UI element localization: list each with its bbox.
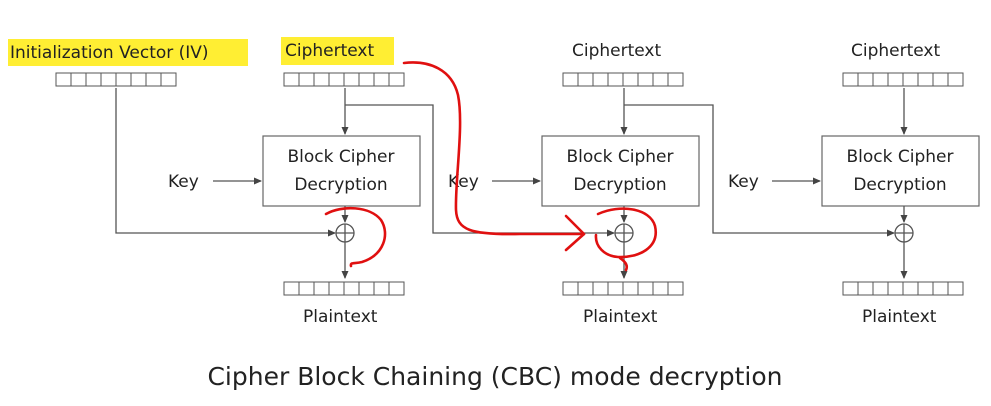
red-annotation-tail-2 <box>618 256 629 272</box>
register-cell <box>902 72 919 87</box>
plaintext-register-2 <box>562 281 684 296</box>
register-cell <box>343 72 360 87</box>
key-label-2: Key <box>448 172 479 192</box>
register-cell <box>577 72 594 87</box>
register-cell <box>388 281 405 296</box>
register-cell <box>55 72 72 87</box>
register-cell <box>283 72 300 87</box>
register-cell <box>652 281 669 296</box>
red-annotation-arrowhead <box>564 214 586 252</box>
plaintext-label-3: Plaintext <box>862 307 937 327</box>
register-cell <box>902 281 919 296</box>
register-cell <box>667 72 684 87</box>
register-cell <box>947 281 964 296</box>
ciphertext-register-2 <box>562 72 684 87</box>
plaintext-register-1 <box>283 281 405 296</box>
register-cell <box>160 72 177 87</box>
ciphertext-label-3: Ciphertext <box>851 41 940 61</box>
red-annotation-circle-2 <box>594 207 657 259</box>
register-cell <box>592 72 609 87</box>
register-cell <box>130 72 147 87</box>
highlight-ciphertext <box>281 37 394 65</box>
cipher-box-3-line1: Block Cipher <box>847 147 954 167</box>
register-cell <box>358 281 375 296</box>
ciphertext-label-2: Ciphertext <box>572 41 661 61</box>
register-cell <box>652 72 669 87</box>
plaintext-label-2: Plaintext <box>583 307 658 327</box>
register-cell <box>842 281 859 296</box>
register-cell <box>358 72 375 87</box>
register-cell <box>328 72 345 87</box>
register-cell <box>298 72 315 87</box>
register-cell <box>667 281 684 296</box>
register-cell <box>887 281 904 296</box>
register-cell <box>917 72 934 87</box>
iv-label: Initialization Vector (IV) <box>10 43 209 63</box>
ciphertext-label-1: Ciphertext <box>285 41 374 61</box>
register-cell <box>872 281 889 296</box>
register-cell <box>607 281 624 296</box>
register-cell <box>562 281 579 296</box>
block-cipher-box-3 <box>821 135 980 207</box>
register-cell <box>373 72 390 87</box>
ciphertext-register-3 <box>842 72 964 87</box>
register-cell <box>388 72 405 87</box>
register-cell <box>562 72 579 87</box>
register-cell <box>343 281 360 296</box>
highlight-iv <box>8 39 248 66</box>
register-cell <box>872 72 889 87</box>
register-cell <box>887 72 904 87</box>
cipher-box-1-line2: Decryption <box>294 175 387 195</box>
cipher-box-3-line2: Decryption <box>853 175 946 195</box>
cipher-box-1-line1: Block Cipher <box>288 147 395 167</box>
red-annotation-arrow <box>402 61 586 236</box>
register-cell <box>932 281 949 296</box>
register-cell <box>313 281 330 296</box>
ciphertext-register-1 <box>283 72 405 87</box>
register-cell <box>857 72 874 87</box>
xor-icon-2 <box>614 223 634 243</box>
block-cipher-box-1 <box>262 135 421 207</box>
register-cell <box>577 281 594 296</box>
register-blocks <box>55 72 964 296</box>
register-cell <box>637 72 654 87</box>
xor-icon-1 <box>335 223 355 243</box>
register-cell <box>857 281 874 296</box>
register-cell <box>100 72 117 87</box>
register-cell <box>607 72 624 87</box>
register-cell <box>947 72 964 87</box>
key-label-1: Key <box>168 172 199 192</box>
register-cell <box>328 281 345 296</box>
register-cell <box>115 72 132 87</box>
plaintext-label-1: Plaintext <box>303 307 378 327</box>
register-cell <box>373 281 390 296</box>
register-cell <box>313 72 330 87</box>
register-cell <box>622 281 639 296</box>
cipher-box-2-line1: Block Cipher <box>567 147 674 167</box>
register-cell <box>70 72 87 87</box>
register-cell <box>592 281 609 296</box>
block-cipher-box-2 <box>541 135 700 207</box>
chain-arrow-2 <box>624 104 895 237</box>
cipher-box-2-line2: Decryption <box>573 175 666 195</box>
iv-to-xor-arrow <box>115 88 336 237</box>
register-cell <box>622 72 639 87</box>
register-cell <box>145 72 162 87</box>
register-cell <box>85 72 102 87</box>
red-annotation-circle-1 <box>324 206 387 268</box>
plaintext-register-3 <box>842 281 964 296</box>
register-cell <box>842 72 859 87</box>
register-cell <box>637 281 654 296</box>
diagram-caption: Cipher Block Chaining (CBC) mode decrypt… <box>207 362 782 391</box>
iv-register <box>55 72 177 87</box>
key-label-3: Key <box>728 172 759 192</box>
register-cell <box>932 72 949 87</box>
xor-icon-3 <box>894 223 914 243</box>
register-cell <box>283 281 300 296</box>
register-cell <box>298 281 315 296</box>
register-cell <box>917 281 934 296</box>
